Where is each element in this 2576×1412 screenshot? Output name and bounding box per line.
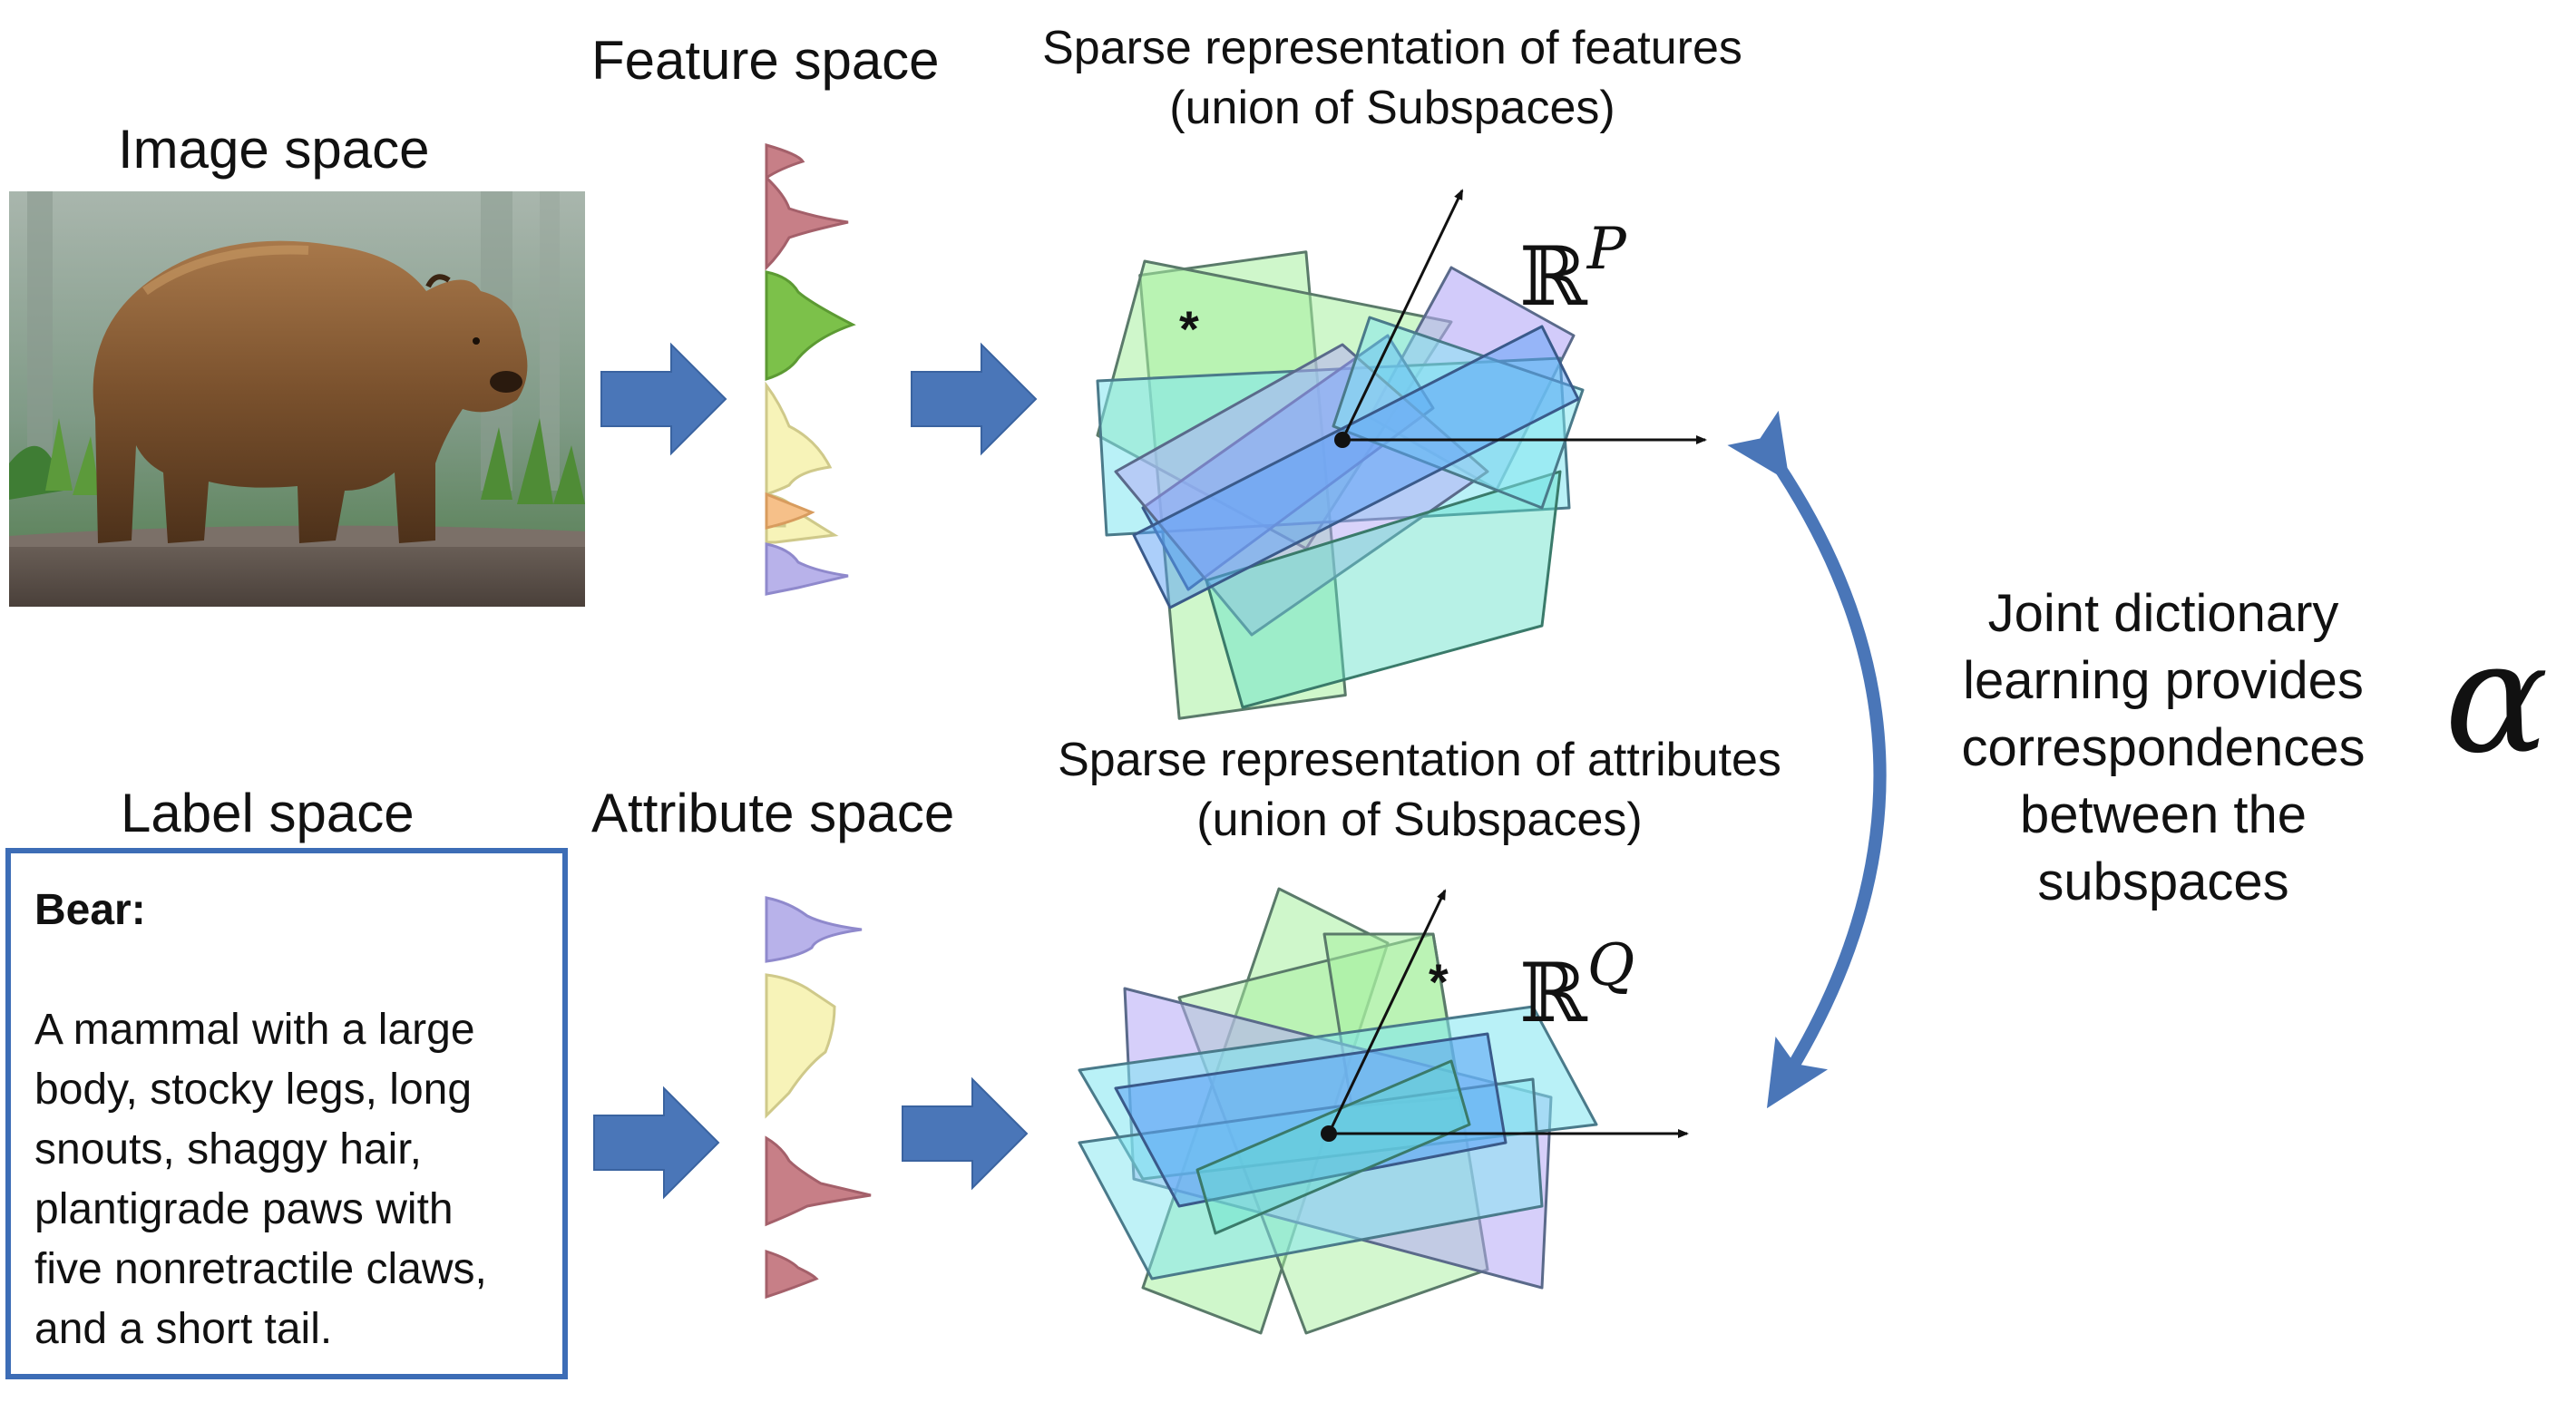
bear-photo <box>9 191 585 607</box>
sparse-features-subtitle: (union of Subspaces) <box>1169 82 1615 134</box>
feature-star-marker: * <box>1179 300 1199 357</box>
attribute-space-symbol-base: ℝ <box>1519 946 1587 1041</box>
feature-subspace-planes <box>1096 250 1585 720</box>
attribute-space-symbol: ℝQ <box>1519 925 1634 1035</box>
feature-axis-y <box>1341 189 1464 441</box>
sparse-attributes-heading: Sparse representation of attributes (uni… <box>1025 730 1814 850</box>
attribute-space-symbol-exponent: Q <box>1586 932 1635 999</box>
attribute-axis-y <box>1327 889 1447 1134</box>
block-arrow-label-to-attribute <box>593 1086 720 1200</box>
sparse-features-title: Sparse representation of features <box>1042 22 1742 74</box>
correspondence-arrow <box>1727 410 1887 1109</box>
sparse-attributes-subtitle: (union of Subspaces) <box>1196 794 1643 846</box>
attribute-star-marker: * <box>1429 953 1449 1010</box>
block-arrow-attribute-to-sparse <box>902 1076 1029 1191</box>
attribute-histogram <box>765 896 872 1300</box>
label-box-title: Bear: <box>34 886 146 934</box>
alpha-symbol: α <box>2444 609 2549 788</box>
block-arrow-feature-to-sparse <box>911 342 1038 456</box>
attribute-subspace-planes <box>1078 887 1598 1335</box>
block-arrow-image-to-feature <box>600 342 727 456</box>
label-box-description: A mammal with a large body, stocky legs,… <box>34 1006 487 1353</box>
attribute-origin-dot <box>1321 1125 1337 1142</box>
feature-space-symbol-base: ℝ <box>1519 229 1587 325</box>
joint-dictionary-text: Joint dictionary learning provides corre… <box>1961 584 2366 911</box>
feature-space-heading: Feature space <box>591 30 940 91</box>
image-space-heading: Image space <box>118 119 430 180</box>
bear-photo-illustration <box>9 191 585 607</box>
label-description-box: Bear: A mammal with a large body, stocky… <box>5 848 568 1379</box>
sparse-attributes-title: Sparse representation of attributes <box>1058 734 1781 786</box>
attribute-space-heading: Attribute space <box>591 783 955 843</box>
sparse-features-heading: Sparse representation of features (union… <box>1016 18 1769 138</box>
label-space-heading: Label space <box>121 783 415 843</box>
feature-origin-dot <box>1334 432 1351 448</box>
feature-histogram <box>765 143 856 596</box>
feature-space-symbol-exponent: P <box>1586 216 1626 283</box>
feature-space-symbol: ℝP <box>1519 209 1626 318</box>
